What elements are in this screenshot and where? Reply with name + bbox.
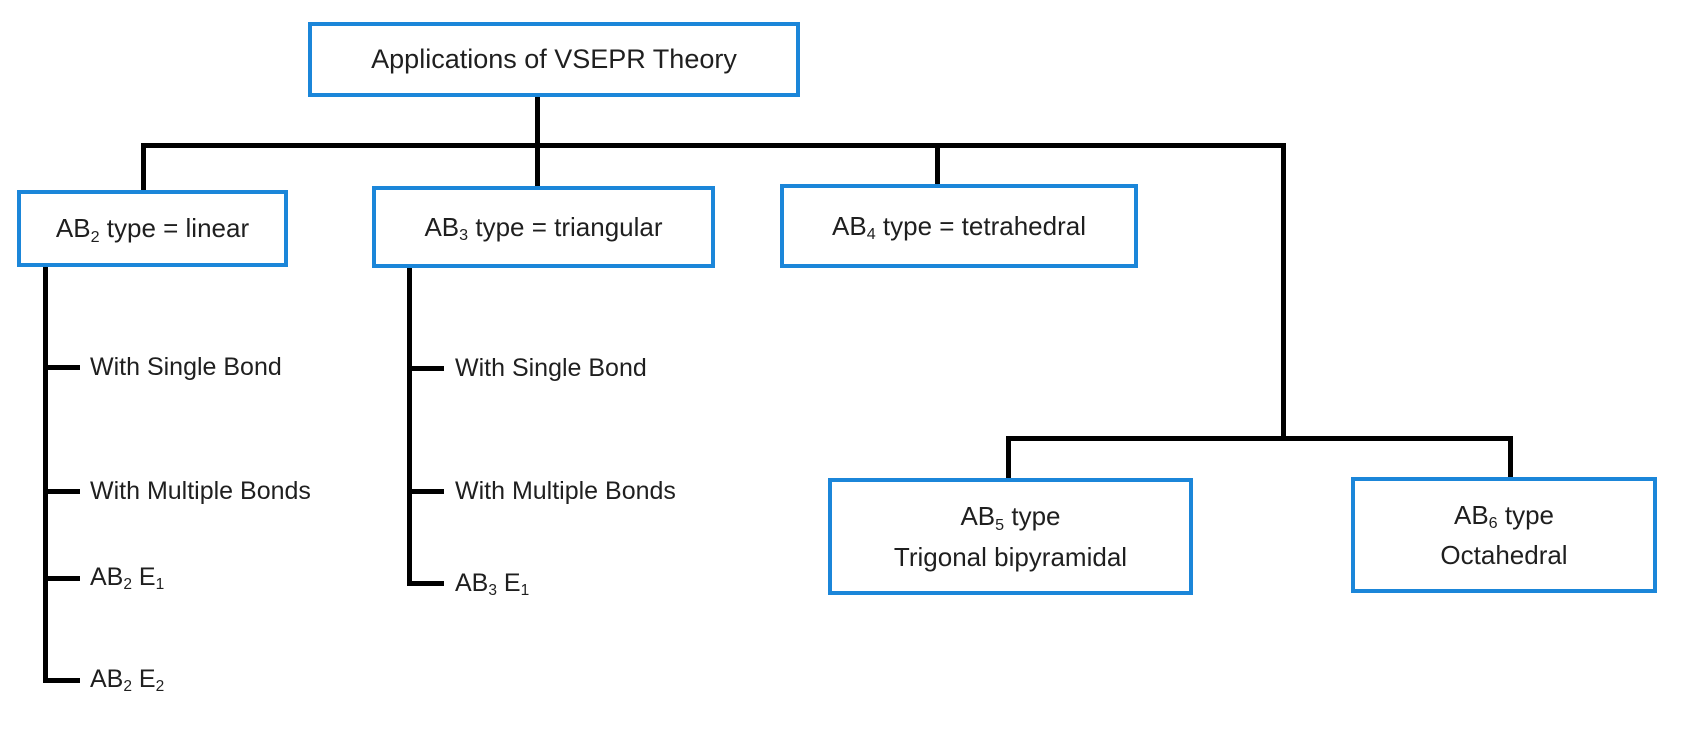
label-subscript: 2: [123, 678, 132, 696]
connector-ab2-tick-3: [46, 576, 80, 581]
label-subscript: 6: [1488, 514, 1498, 533]
label-part: type = linear: [99, 213, 250, 244]
leaf-ab2e1: AB2 E1: [90, 562, 164, 596]
label-subscript: 1: [520, 582, 530, 600]
label-part: AB: [90, 665, 124, 693]
connector-ab3-tick-1: [410, 366, 444, 371]
node-ab6: AB6 type Octahedral: [1351, 477, 1657, 593]
node-ab3: AB3 type = triangular: [372, 186, 715, 268]
label-subscript: 3: [459, 226, 469, 245]
label-subscript: 1: [155, 576, 165, 594]
label-subscript: 3: [488, 582, 497, 600]
connector-ab3-tick-2: [410, 489, 444, 494]
node-ab6-label: AB6 type Octahedral: [1440, 495, 1567, 576]
connector-ab5-drop: [1006, 439, 1011, 480]
label-part: type = tetrahedral: [875, 210, 1086, 241]
label-part: type: [1497, 499, 1555, 530]
label-part: type: [1004, 501, 1061, 532]
node-ab2-label: AB2 type = linear: [56, 208, 249, 248]
label-part: E: [496, 569, 521, 597]
connector-ab2-tick-4: [46, 678, 80, 683]
label-part: AB: [1453, 499, 1489, 530]
connector-trunk-horizontal: [141, 143, 1286, 148]
leaf-label: With Multiple Bonds: [455, 477, 676, 505]
node-ab5: AB5 type Trigonal bipyramidal: [828, 478, 1193, 595]
node-ab3-label: AB3 type = triangular: [424, 207, 662, 247]
leaf-label: With Single Bond: [90, 353, 282, 381]
label-part: AB: [424, 211, 460, 242]
connector-ab3-stem: [407, 266, 412, 586]
connector-ab2-stem: [43, 265, 48, 683]
label-part: AB: [960, 501, 996, 532]
connector-ab3-tick-3: [410, 581, 444, 586]
label-subscript: 4: [866, 225, 876, 244]
connector-ab4-drop: [935, 146, 940, 186]
node-ab6-line1: AB6 type: [1453, 499, 1555, 533]
connector-ab2-drop: [141, 146, 146, 192]
label-part: type = triangular: [468, 211, 663, 242]
label-subscript: 2: [155, 678, 165, 696]
leaf-ab2-multiple-bonds: With Multiple Bonds: [90, 476, 311, 506]
leaf-label: With Multiple Bonds: [90, 477, 311, 505]
label-part: AB: [90, 563, 124, 591]
leaf-ab3-multiple-bonds: With Multiple Bonds: [455, 476, 676, 506]
node-ab4-label: AB4 type = tetrahedral: [832, 206, 1086, 246]
node-ab5-line1: AB5 type: [960, 501, 1061, 534]
leaf-ab3e1: AB3 E1: [455, 568, 529, 602]
label-subscript: 2: [90, 227, 100, 246]
node-root: Applications of VSEPR Theory: [308, 22, 800, 97]
label-subscript: 2: [123, 576, 132, 594]
leaf-ab2-single-bond: With Single Bond: [90, 352, 282, 382]
connector-ab2-tick-1: [46, 365, 80, 370]
label-part: AB: [832, 210, 867, 241]
connector-lower-horizontal: [1006, 436, 1513, 441]
connector-right-vertical: [1281, 146, 1286, 438]
node-ab5-line2: Trigonal bipyramidal: [893, 541, 1128, 572]
connector-root-drop: [535, 97, 540, 188]
node-root-label: Applications of VSEPR Theory: [371, 43, 737, 74]
node-ab6-line2: Octahedral: [1440, 540, 1568, 570]
node-ab2: AB2 type = linear: [17, 190, 288, 267]
connector-ab6-drop: [1508, 439, 1513, 479]
label-part: AB: [455, 569, 489, 597]
leaf-ab2e2: AB2 E2: [90, 664, 164, 698]
label-part: E: [131, 665, 156, 693]
leaf-ab3-single-bond: With Single Bond: [455, 353, 647, 383]
label-subscript: 5: [995, 515, 1005, 534]
label-part: E: [131, 563, 156, 591]
label-part: AB: [55, 213, 91, 244]
connector-ab2-tick-2: [46, 489, 80, 494]
leaf-label: With Single Bond: [455, 354, 647, 382]
node-ab5-label: AB5 type Trigonal bipyramidal: [894, 496, 1127, 577]
node-ab4: AB4 type = tetrahedral: [780, 184, 1138, 268]
